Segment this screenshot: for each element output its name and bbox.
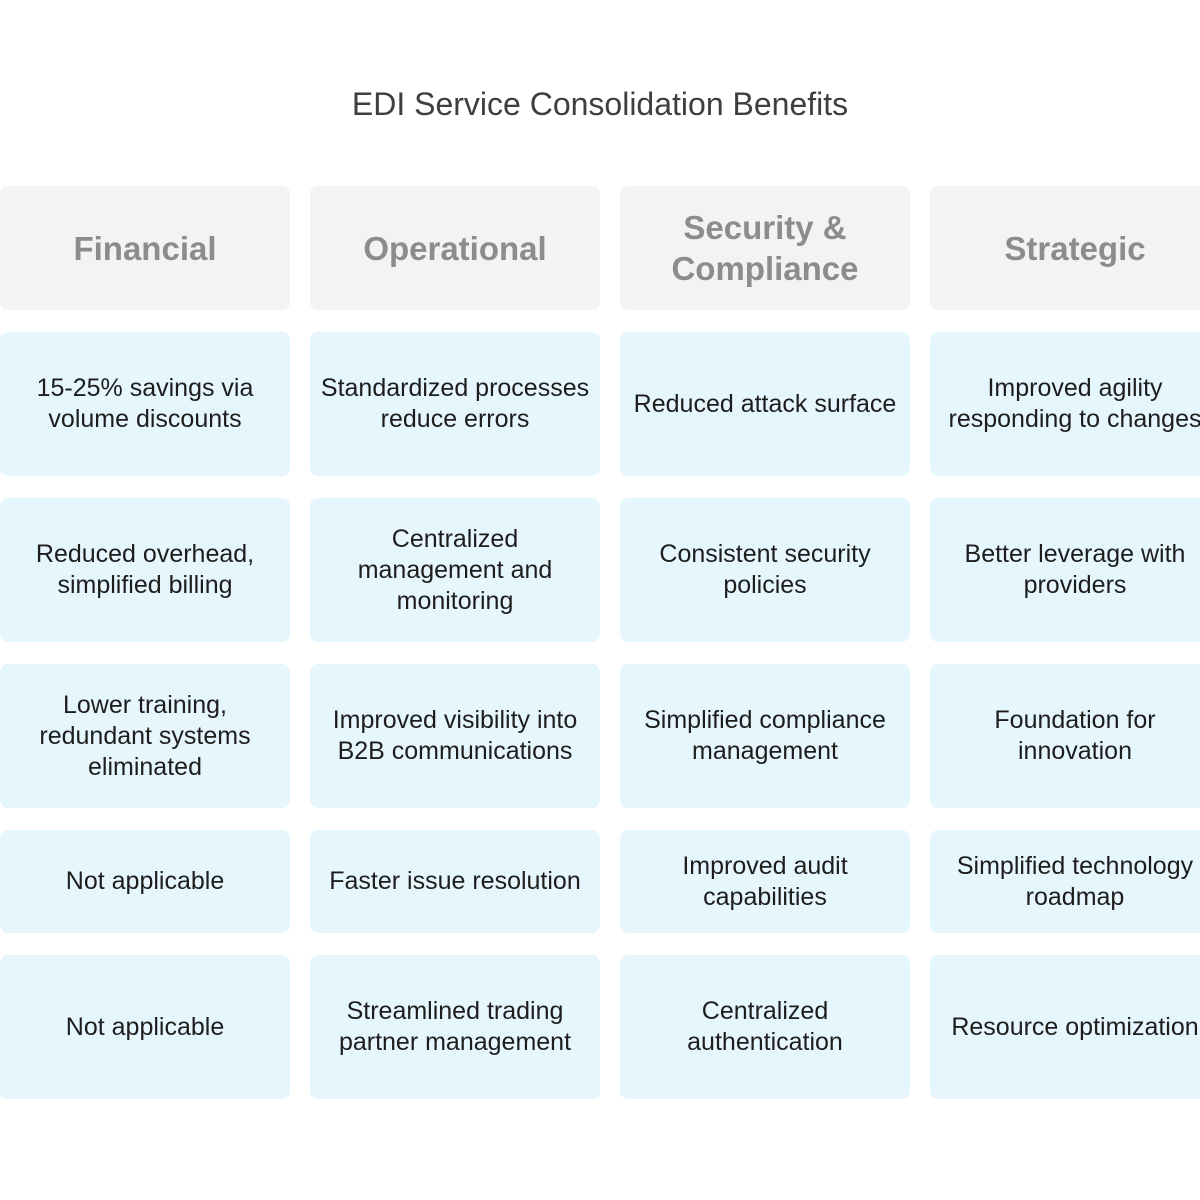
- operational-item-3: Improved visibility into B2B communicati…: [310, 664, 600, 808]
- column-header-security-compliance: Security & Compliance: [620, 186, 910, 310]
- operational-item-4: Faster issue resolution: [310, 830, 600, 933]
- financial-item-3: Lower training, redundant systems elimin…: [0, 664, 290, 808]
- operational-item-2: Centralized management and monitoring: [310, 498, 600, 642]
- column-header-operational: Operational: [310, 186, 600, 310]
- security-item-2: Consistent security policies: [620, 498, 910, 642]
- strategic-item-3: Foundation for innovation: [930, 664, 1200, 808]
- financial-item-5: Not applicable: [0, 955, 290, 1099]
- page-title: EDI Service Consolidation Benefits: [351, 86, 849, 122]
- column-header-financial: Financial: [0, 186, 290, 310]
- security-item-4: Improved audit capabilities: [620, 830, 910, 933]
- security-item-5: Centralized authentication: [620, 955, 910, 1099]
- strategic-item-1: Improved agility responding to changes: [930, 332, 1200, 476]
- financial-item-4: Not applicable: [0, 830, 290, 933]
- strategic-item-4: Simplified technology roadmap: [930, 830, 1200, 933]
- strategic-item-2: Better leverage with providers: [930, 498, 1200, 642]
- financial-item-1: 15-25% savings via volume discounts: [0, 332, 290, 476]
- security-item-3: Simplified compliance management: [620, 664, 910, 808]
- security-item-1: Reduced attack surface: [620, 332, 910, 476]
- financial-item-2: Reduced overhead, simplified billing: [0, 498, 290, 642]
- operational-item-1: Standardized processes reduce errors: [310, 332, 600, 476]
- column-header-strategic: Strategic: [930, 186, 1200, 310]
- operational-item-5: Streamlined trading partner management: [310, 955, 600, 1099]
- benefits-grid: Financial Operational Security & Complia…: [0, 186, 1200, 1099]
- strategic-item-5: Resource optimization: [930, 955, 1200, 1099]
